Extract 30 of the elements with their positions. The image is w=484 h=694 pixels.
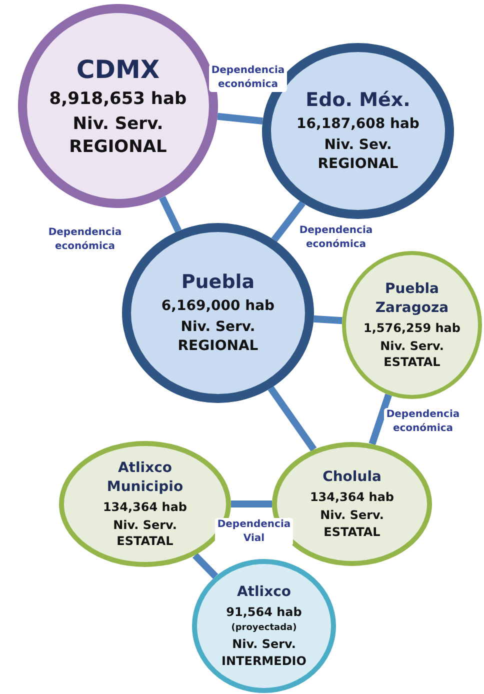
city-info: Niv. Serv. ESTATAL bbox=[112, 516, 178, 550]
city-name: Puebla Zaragoza bbox=[374, 280, 450, 318]
city-name: Atlixco Municipio bbox=[106, 458, 184, 497]
city-info: 8,918,653 hab bbox=[49, 88, 187, 112]
city-info: Niv. Serv. REGIONAL bbox=[68, 113, 168, 160]
city-info: 134,364 hab bbox=[310, 489, 394, 506]
connector-line bbox=[231, 500, 272, 508]
city-info: 6,169,000 hab bbox=[161, 297, 275, 316]
edge-label: Dependencia económica bbox=[209, 64, 287, 92]
city-info: Niv. Serv. ESTATAL bbox=[319, 507, 385, 540]
city-info: Niv. Serv. ESTATAL bbox=[379, 338, 445, 370]
city-info: Niv. Serv. REGIONAL bbox=[176, 318, 260, 356]
city-info: 16,187,608 hab bbox=[296, 115, 420, 134]
connector-line bbox=[159, 196, 182, 233]
city-name: Edo. Méx. bbox=[306, 88, 410, 113]
city-name: Puebla bbox=[181, 270, 255, 295]
city-info: 91,564 hab bbox=[226, 604, 302, 620]
city-name: Cholula bbox=[322, 468, 382, 488]
connector-line bbox=[217, 112, 263, 125]
connector-line bbox=[314, 315, 342, 324]
city-name: CDMX bbox=[76, 54, 160, 86]
connector-line bbox=[271, 200, 306, 242]
city-info: (proyectada) bbox=[231, 622, 297, 634]
city-info: 1,576,259 hab bbox=[364, 320, 460, 336]
connector-line bbox=[368, 394, 392, 446]
city-info: 134,364 hab bbox=[102, 498, 188, 515]
city-info: Niv. Sev. REGIONAL bbox=[316, 136, 400, 174]
city-name: Atlixco bbox=[236, 583, 292, 602]
city-info: Niv. Serv. INTERMEDIO bbox=[220, 636, 308, 669]
edge-label: Dependencia Vial bbox=[215, 518, 293, 546]
